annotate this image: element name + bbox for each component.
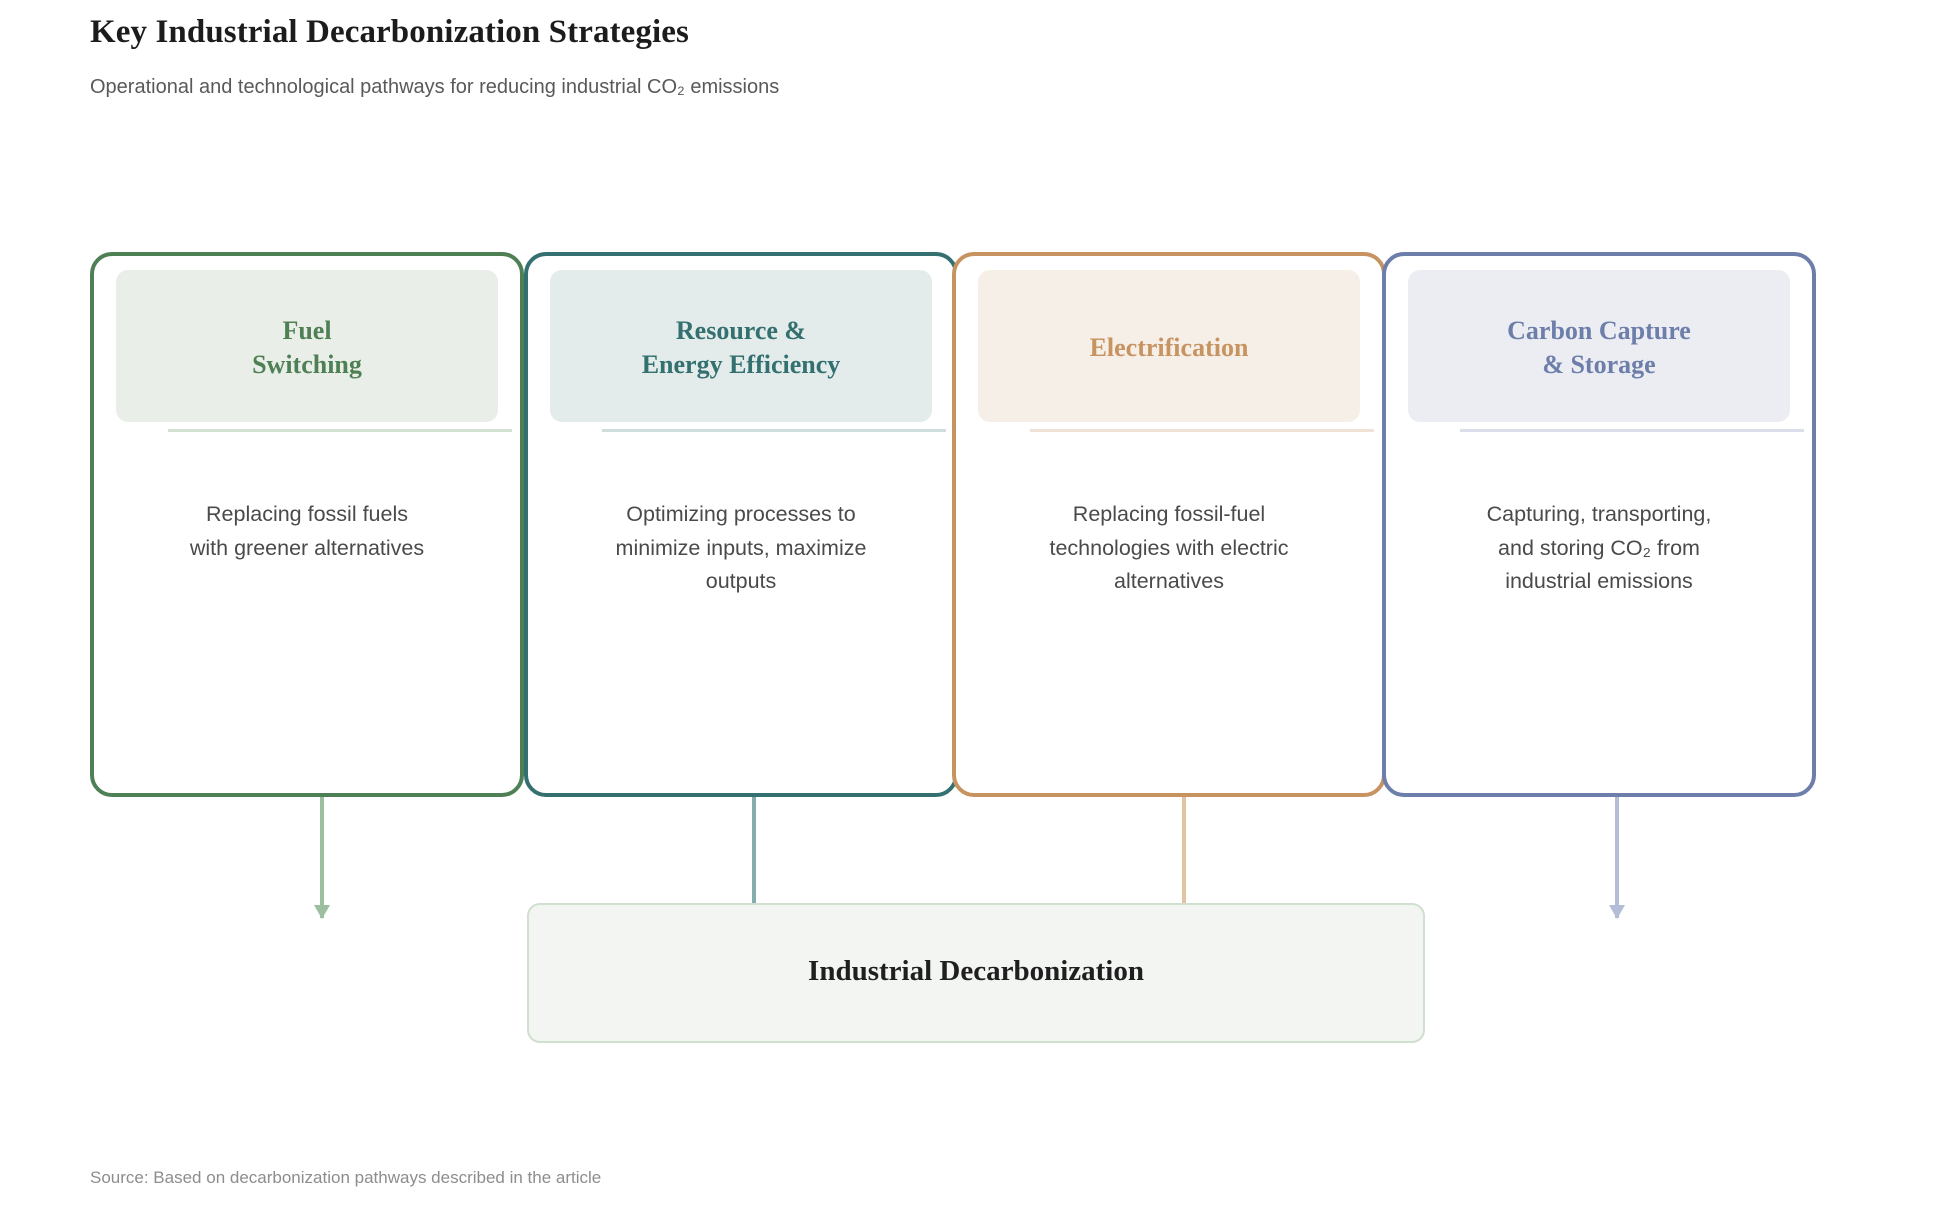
card-title: Resource & Energy Efficiency: [641, 316, 841, 379]
strategy-card-resource-energy-efficiency[interactable]: Resource & Energy Efficiency Optimizing …: [524, 252, 958, 797]
strategy-card-electrification[interactable]: Electrification Replacing fossil-fuel te…: [952, 252, 1386, 797]
card-header-band: Electrification: [978, 270, 1360, 422]
card-header-band: Carbon Capture & Storage: [1408, 270, 1790, 422]
card-title: Fuel Switching: [252, 316, 362, 379]
arrow-head-icon: [313, 905, 330, 919]
source-note: Source: Based on decarbonization pathway…: [90, 1168, 602, 1187]
arrow-head-icon: [1608, 905, 1625, 919]
arrow-shaft: [1615, 770, 1619, 918]
card-divider: [1460, 429, 1804, 432]
card-description: Replacing fossil fuels with greener alte…: [189, 502, 425, 560]
card-title: Electrification: [1089, 333, 1249, 362]
card-header-band: Resource & Energy Efficiency: [550, 270, 932, 422]
card-divider: [602, 429, 946, 432]
page-subtitle: Operational and technological pathways f…: [90, 76, 780, 98]
card-header-band: Fuel Switching: [116, 270, 498, 422]
card-description: Capturing, transporting, and storing CO₂…: [1486, 502, 1712, 593]
strategy-card-carbon-capture-storage[interactable]: Carbon Capture & Storage Capturing, tran…: [1382, 252, 1816, 797]
card-divider: [1030, 429, 1374, 432]
strategy-card-fuel-switching[interactable]: Fuel Switching Replacing fossil fuels wi…: [90, 252, 524, 797]
page-title: Key Industrial Decarbonization Strategie…: [90, 14, 689, 50]
outcome-box[interactable]: Industrial Decarbonization: [527, 903, 1425, 1043]
arrow-shaft: [320, 770, 324, 918]
card-description: Replacing fossil-fuel technologies with …: [1049, 502, 1289, 593]
card-title: Carbon Capture & Storage: [1507, 316, 1691, 379]
card-divider: [168, 429, 512, 432]
arrow-shaft: [752, 770, 756, 918]
outcome-label: Industrial Decarbonization: [808, 955, 1144, 987]
card-description: Optimizing processes to minimize inputs,…: [615, 502, 867, 593]
arrow-shaft: [1182, 770, 1186, 918]
